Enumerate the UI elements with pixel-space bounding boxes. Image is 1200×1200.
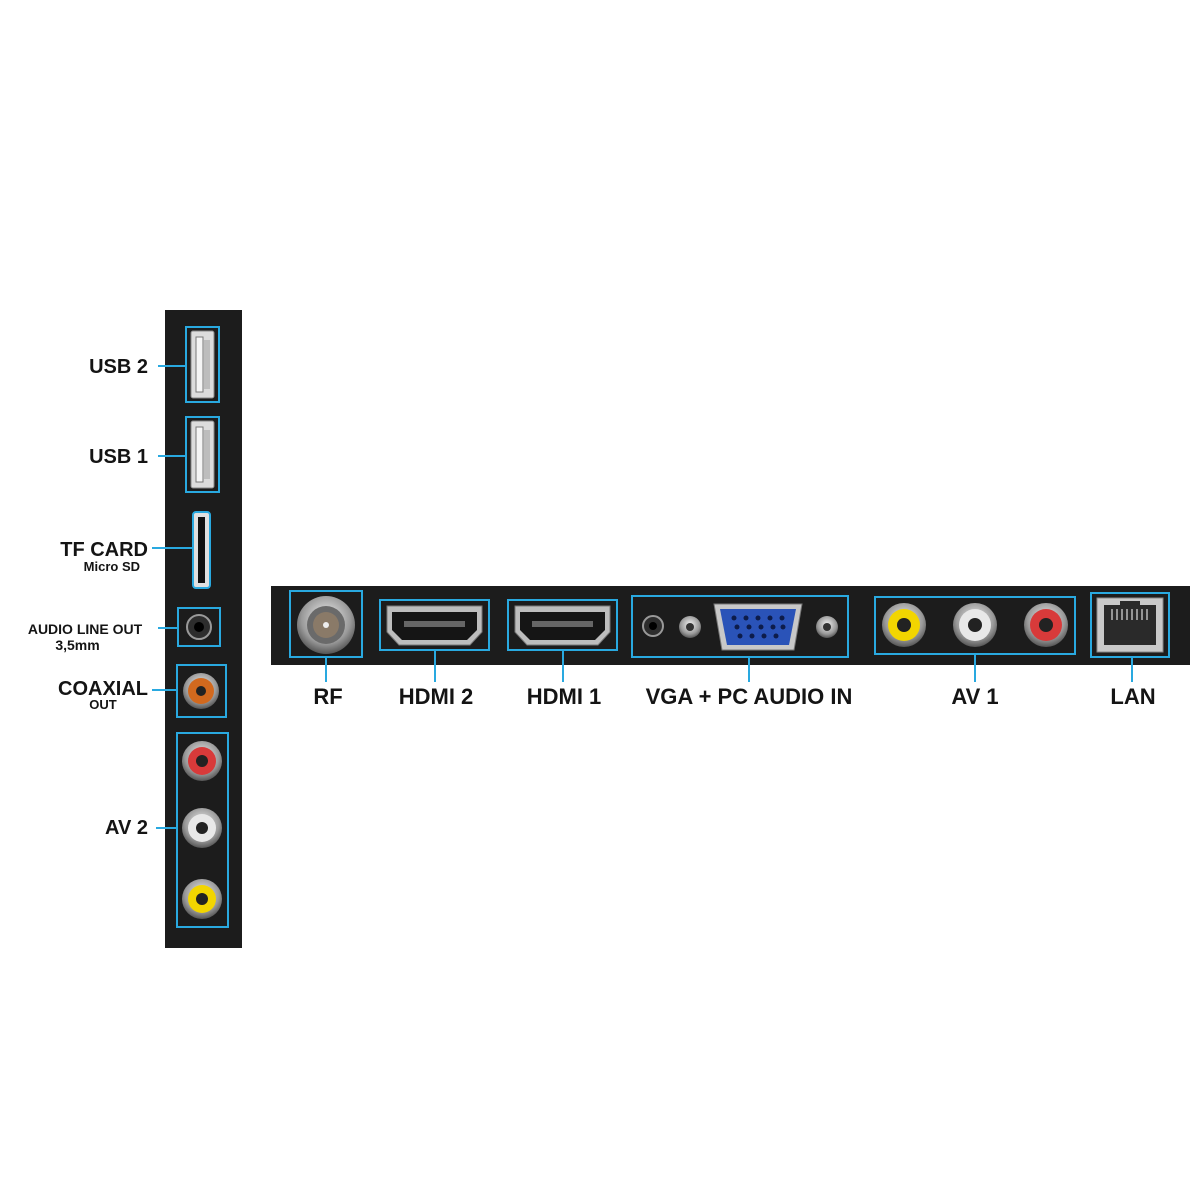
tf-card-slot [192, 511, 211, 589]
lan-label: LAN [1110, 684, 1156, 709]
lan-port [1090, 592, 1170, 658]
coaxial-label: COAXIAL [58, 678, 148, 700]
audio-line-out-port [177, 607, 221, 647]
av1-label: AV 1 [951, 684, 999, 709]
usb2-port [185, 326, 220, 403]
usb1-port [185, 416, 220, 493]
av2-ports [176, 732, 229, 928]
av1-red-jack [1024, 603, 1068, 647]
usb1-label: USB 1 [89, 446, 148, 468]
av1-white-jack [953, 603, 997, 647]
av1-ports [874, 596, 1076, 655]
coaxial-sublabel: OUT [89, 697, 117, 712]
vga-pc-audio-port [631, 595, 849, 658]
audio-line-out-label: AUDIO LINE OUT [27, 621, 143, 637]
coaxial-port [176, 664, 227, 718]
rear-leader-lines [325, 650, 1133, 682]
hdmi1-port [507, 599, 618, 651]
rf-port [289, 590, 363, 658]
av2-red-jack [182, 741, 222, 781]
tf-card-label: TF CARD [60, 539, 148, 561]
pc-audio-jack [642, 615, 664, 637]
rf-label: RF [313, 684, 343, 709]
vga-pins [731, 615, 786, 639]
hdmi2-label: HDMI 2 [398, 684, 474, 709]
vga-label: VGA + PC AUDIO IN [645, 684, 853, 709]
av2-label: AV 2 [105, 817, 148, 839]
tf-card-sublabel: Micro SD [83, 559, 140, 574]
hdmi1-label: HDMI 1 [526, 684, 602, 709]
hdmi2-port [379, 599, 490, 651]
av2-white-jack [182, 808, 222, 848]
usb2-label: USB 2 [89, 356, 148, 378]
side-leader-lines [152, 365, 193, 829]
av1-yellow-jack [882, 603, 926, 647]
audio-line-out-sublabel: 3,5mm [55, 637, 100, 653]
av2-yellow-jack [182, 879, 222, 919]
